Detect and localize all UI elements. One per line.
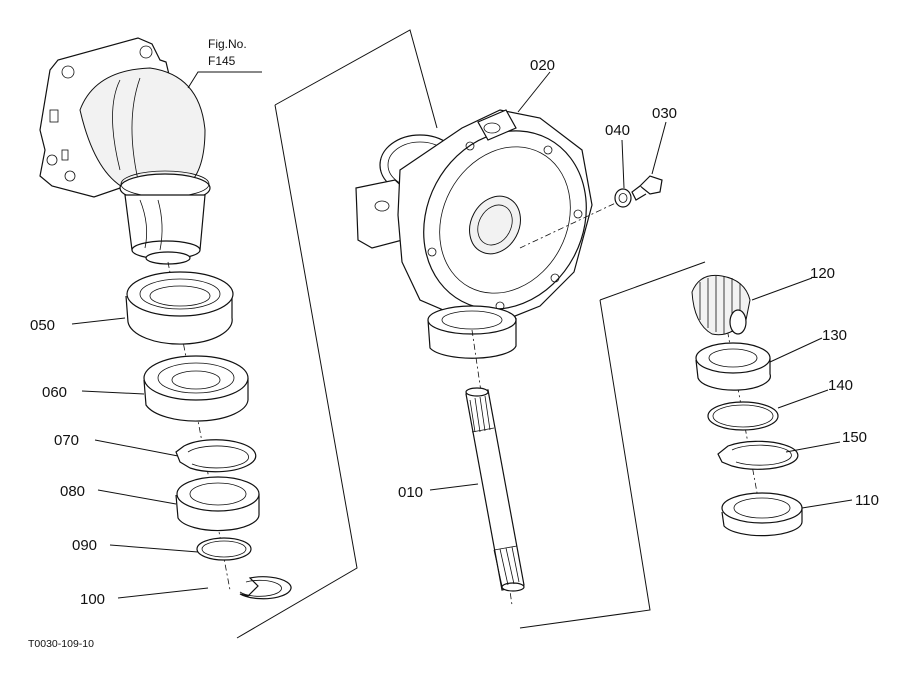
- callout-140: 140: [828, 377, 853, 394]
- fig-number: F145: [208, 54, 236, 68]
- part-090-ring: [196, 537, 252, 561]
- callout-040: 040: [605, 122, 630, 139]
- bolt-axis-centerline: [519, 199, 623, 249]
- leader-120: [751, 277, 813, 301]
- leader-060: [81, 390, 145, 395]
- callout-060: 060: [42, 384, 67, 401]
- leader-070: [94, 439, 179, 457]
- callout-090: 090: [72, 537, 97, 554]
- part-130-bearing: [695, 342, 771, 391]
- callout-020: 020: [530, 57, 555, 74]
- part-020-gear-case: [355, 109, 593, 359]
- part-150-circlip: [717, 440, 799, 470]
- leader-100: [117, 587, 209, 599]
- callout-100: 100: [80, 591, 105, 608]
- leader-140: [777, 389, 829, 409]
- leader-090: [109, 544, 199, 553]
- part-010-shaft: [465, 387, 525, 592]
- fig-ref-leader: [187, 71, 262, 89]
- drawing-code: T0030-109-10: [28, 638, 94, 650]
- part-140-ring: [707, 401, 779, 431]
- leader-020: [517, 71, 551, 113]
- leader-130: [769, 337, 823, 363]
- leader-150: [785, 441, 841, 453]
- leader-040: [621, 139, 625, 189]
- part-080-bearing: [175, 476, 260, 532]
- callout-110: 110: [855, 492, 879, 509]
- part-030-bolt: [631, 175, 663, 201]
- leader-110: [801, 499, 853, 509]
- leader-050: [71, 317, 126, 325]
- callout-080: 080: [60, 483, 85, 500]
- leader-010: [429, 483, 479, 491]
- callout-010: 010: [398, 484, 423, 501]
- callout-050: 050: [30, 317, 55, 334]
- part-110-seal: [721, 492, 803, 537]
- part-100-circlip: [239, 576, 292, 600]
- group-bracket-center: [236, 29, 438, 639]
- callout-130: 130: [822, 327, 847, 344]
- leader-030: [651, 121, 667, 175]
- part-120-bevel-gear: [691, 274, 751, 336]
- part-050-bearing: [125, 271, 234, 345]
- group-bracket-right: [519, 261, 706, 629]
- callout-070: 070: [54, 432, 79, 449]
- part-040-washer: [614, 188, 632, 208]
- part-070-circlip: [175, 439, 257, 473]
- leader-080: [97, 489, 177, 505]
- fig-no-label: Fig.No.: [208, 37, 247, 51]
- upper-gear-case-reference: [39, 37, 211, 265]
- callout-030: 030: [652, 105, 677, 122]
- shaft-axis-centerline: [471, 329, 513, 606]
- callout-150: 150: [842, 429, 867, 446]
- callout-120: 120: [810, 265, 835, 282]
- part-060-bearing: [143, 355, 249, 422]
